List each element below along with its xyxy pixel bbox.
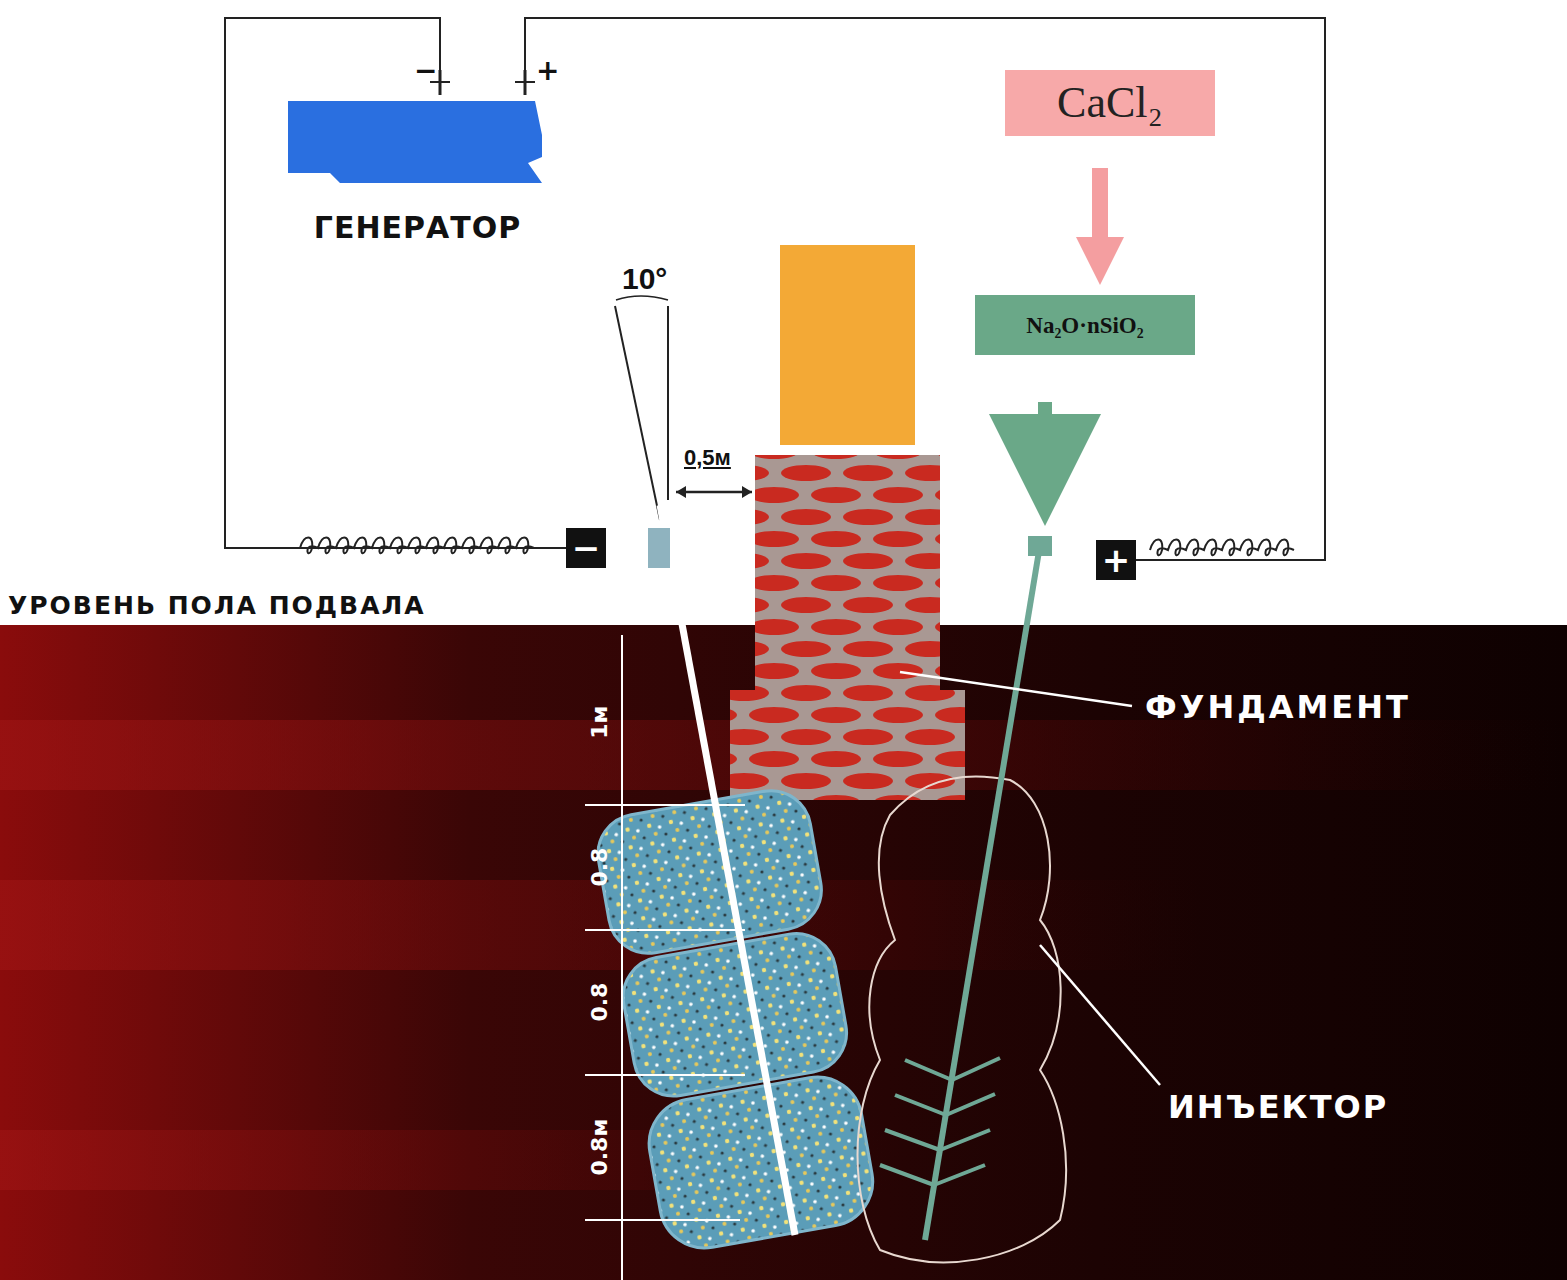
angle-dimension: 10° (622, 262, 667, 295)
reagent-box: Na₂O·nSiO₂ (975, 295, 1195, 355)
reagent-formula: Na₂O·nSiO₂ (1018, 312, 1151, 339)
terminal-plus: + (1096, 540, 1136, 580)
reagent-formula: CaCl₂ (1049, 79, 1171, 127)
depth-dimension: 0.8м (588, 1119, 612, 1176)
terminal-sign: − (414, 56, 437, 87)
depth-dimension: 1м (588, 705, 612, 738)
part-label: ФУНДАМЕНТ (1145, 690, 1411, 725)
generator: ГЕНЕРАТОР (280, 95, 555, 245)
reagent-box: CaCl₂ (1005, 70, 1215, 136)
generator-label: ГЕНЕРАТОР (306, 211, 529, 245)
level-label: УРОВЕНЬ ПОЛА ПОДВАЛА (8, 592, 426, 620)
terminal-sign: + (536, 56, 559, 87)
distance-dimension: 0,5м (684, 446, 731, 470)
flow-arrow (1092, 168, 1108, 261)
depth-dimension: 0.8 (588, 983, 612, 1022)
wire (525, 18, 1325, 560)
terminal-sign: − (572, 531, 601, 565)
wire (225, 18, 566, 548)
depth-dimension: 0.8 (588, 848, 612, 887)
generator-icon (280, 95, 555, 190)
terminal-sign: + (1102, 543, 1131, 577)
part-label: ИНЪЕКТОР (1168, 1090, 1388, 1125)
terminal-minus: − (566, 528, 606, 568)
